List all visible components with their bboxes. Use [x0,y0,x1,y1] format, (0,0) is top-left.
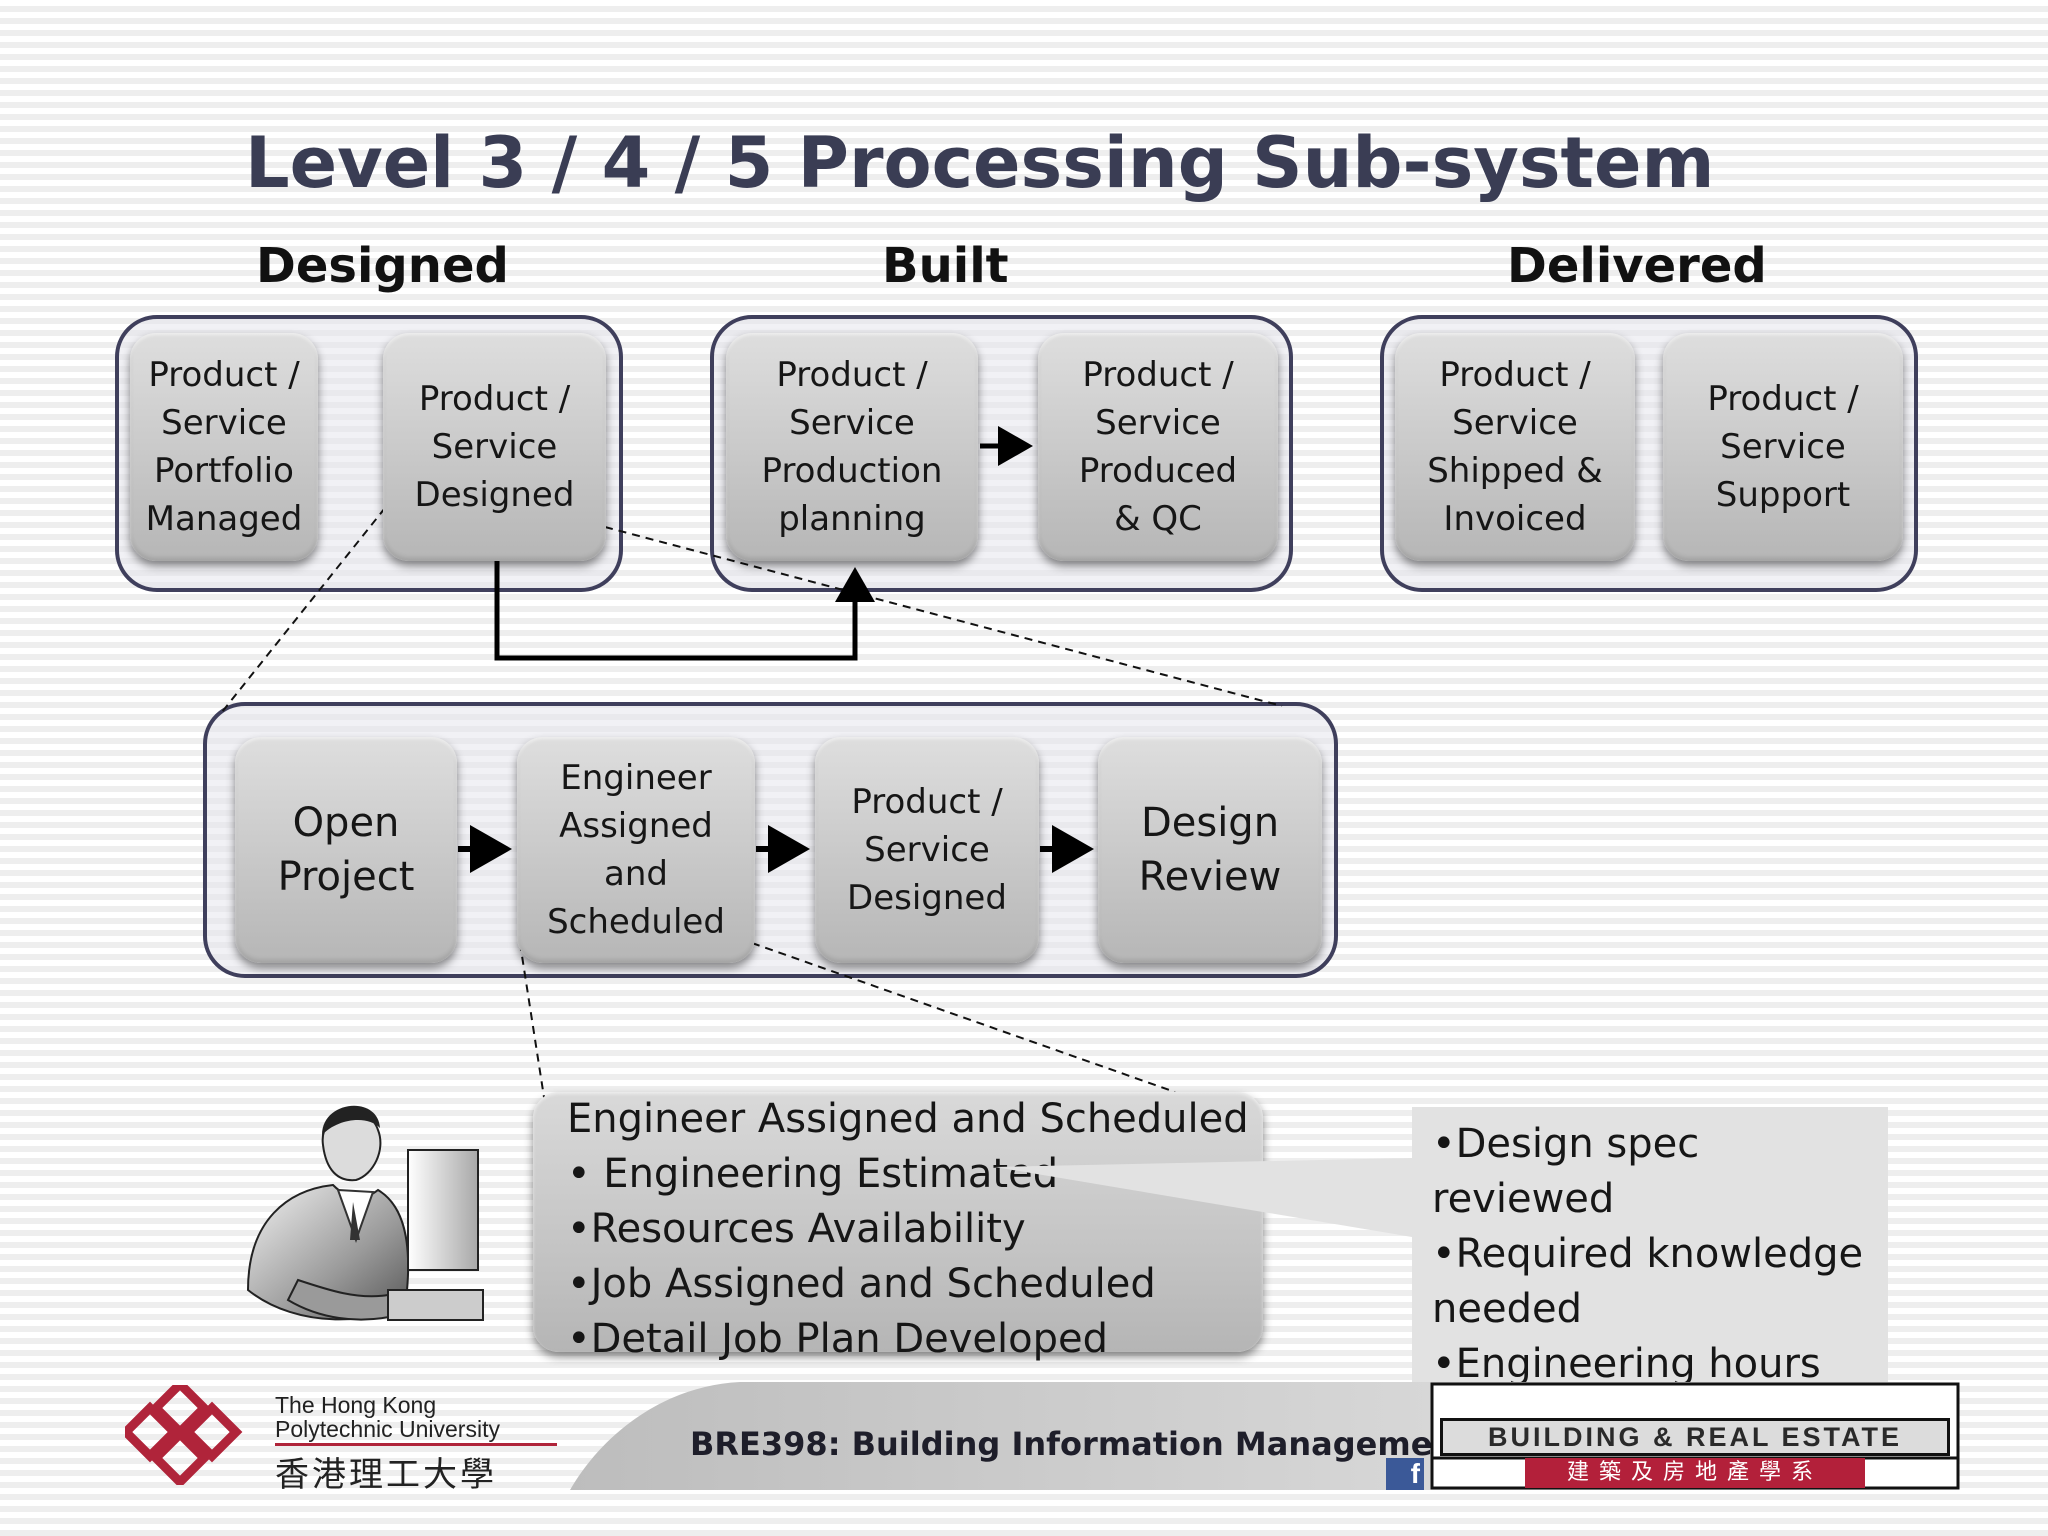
node-portfolio-managed: Product / Service Portfolio Managed [130,333,318,561]
node-production-planning: Product / Service Production planning [726,333,978,561]
university-name-en: The Hong Kong Polytechnic University [275,1392,500,1442]
person-at-computer-icon [246,1105,484,1321]
detail-guide-right [751,942,1176,1093]
detail-item: •Resources Availability [567,1206,1026,1252]
facebook-icon[interactable]: f [1386,1458,1424,1490]
node-design-review: Design Review [1098,737,1322,963]
zoom-guide-right [604,526,1283,707]
detail-guide-left [519,942,547,1111]
node-engineer-assigned: Engineer Assigned and Scheduled [517,737,755,963]
department-name-zh: 建築及房地產學系 [1525,1458,1865,1488]
detail-item: •Job Assigned and Scheduled [567,1261,1156,1307]
callout-note: •Design spec reviewed •Required knowledg… [1412,1107,1888,1442]
node-shipped-invoiced: Product / Service Shipped & Invoiced [1395,333,1635,561]
heading-built: Built [882,238,1009,294]
heading-delivered: Delivered [1507,238,1767,294]
detail-box: Engineer Assigned and Scheduled • Engine… [533,1092,1263,1362]
detail-item: •Detail Job Plan Developed [567,1316,1108,1362]
node-service-designed: Product / Service Designed [383,333,606,561]
polyu-logo-icon [125,1385,243,1485]
node-produced-qc: Product / Service Produced & QC [1038,333,1278,561]
heading-designed: Designed [256,238,509,294]
callout-item: •Required knowledge needed [1432,1231,1864,1332]
node-open-project: Open Project [235,737,457,963]
university-divider [275,1443,557,1446]
zoom-guide-left [221,507,386,713]
node-service-support: Product / Service Support [1663,333,1903,561]
department-name-en: BUILDING & REAL ESTATE [1440,1418,1950,1456]
node-subprocess-designed: Product / Service Designed [815,737,1039,963]
detail-item: • Engineering Estimated [567,1151,1059,1197]
slide-title: Level 3 / 4 / 5 Processing Sub-system [245,122,1715,204]
designed-to-planning-connector [494,560,875,661]
detail-heading: Engineer Assigned and Scheduled [567,1096,1249,1142]
course-title: BRE398: Building Information Management [690,1425,1471,1463]
callout-item: •Design spec reviewed [1432,1121,1700,1222]
university-name-zh: 香港理工大學 [275,1455,497,1495]
